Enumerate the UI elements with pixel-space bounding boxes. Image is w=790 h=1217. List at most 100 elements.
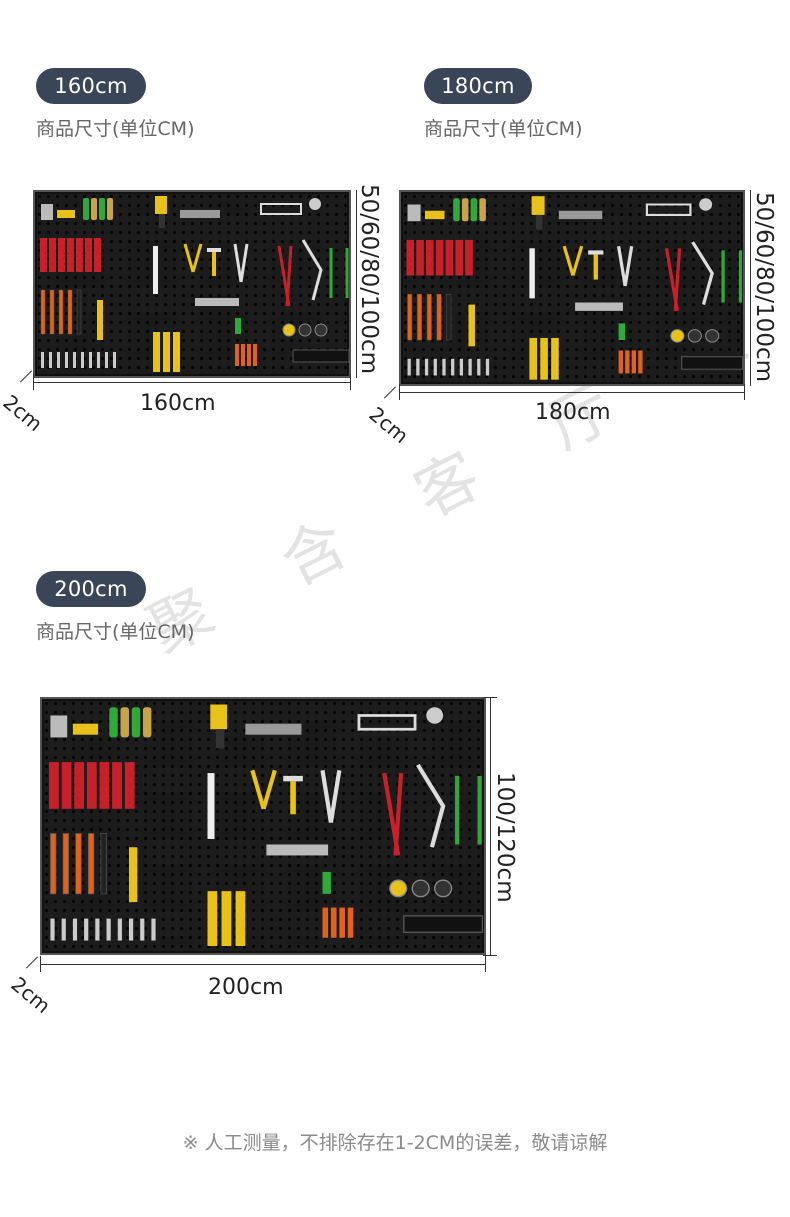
drill-handle-icon (159, 214, 165, 228)
tape-roll-icon (687, 329, 702, 343)
wrench-icon (49, 352, 52, 368)
wrench-icon (151, 918, 156, 941)
tool-holder-icon (403, 915, 484, 933)
spray-can-icon (107, 198, 113, 220)
width-label-180: 180cm (535, 400, 611, 425)
socket-rail-icon (435, 239, 444, 276)
paint-brush-icon (551, 337, 559, 380)
depth-label-160: 2cm (0, 390, 48, 437)
ruler-icon (529, 248, 535, 299)
height-label-160: 50/60/80/100cm (356, 184, 382, 374)
file-icon (436, 293, 442, 341)
pegboard-160 (33, 190, 351, 378)
pegboard-tools-200 (49, 704, 484, 947)
wrench-icon (105, 352, 108, 368)
water-pump-pliers-icon (382, 772, 404, 856)
caliper-icon (195, 298, 239, 306)
spray-can-icon (461, 198, 469, 222)
wrench-icon (424, 358, 429, 376)
wrench-icon (41, 352, 44, 368)
tool-holder-icon (681, 356, 743, 370)
wrench-icon (416, 358, 420, 376)
screwdriver-icon (618, 350, 623, 374)
pipe-wrench-icon (468, 304, 475, 347)
screwdriver-icon (638, 350, 643, 374)
handsaw-icon (301, 239, 323, 301)
tape-roll-icon (434, 879, 453, 898)
shelf-icon (558, 210, 603, 220)
tape-roll-icon (314, 323, 328, 337)
clamp-icon (50, 715, 68, 738)
spray-can-icon (131, 707, 141, 738)
wrench-icon (485, 358, 490, 376)
water-pump-pliers-icon (664, 248, 682, 312)
screwdriver-icon (241, 344, 245, 366)
wrench-icon (57, 352, 60, 368)
spray-can-icon (479, 198, 486, 222)
socket-rail-icon (465, 239, 473, 276)
handsaw-icon (416, 763, 446, 848)
socket-rail-icon (40, 238, 47, 272)
tape-roll-icon (389, 879, 408, 898)
wrench-icon (50, 918, 55, 941)
hacksaw-icon (260, 203, 302, 215)
tool-green-icon (235, 318, 241, 334)
height-dimension-line-200 (490, 697, 491, 955)
water-pump-pliers-icon (277, 245, 293, 307)
screwdriver-icon (625, 350, 630, 374)
socket-rail-icon (426, 239, 434, 276)
spray-can-icon (109, 707, 118, 738)
clamp-green-icon (721, 250, 743, 303)
tape-roll-icon (670, 329, 685, 343)
hammer-head-icon (283, 775, 303, 782)
file-icon (426, 293, 432, 341)
file-icon (67, 289, 73, 335)
socket-rail-icon (61, 762, 72, 809)
spray-can-icon (91, 198, 97, 220)
hammer-handle-icon (212, 252, 216, 276)
drill-icon (155, 196, 167, 214)
socket-rail-icon (416, 239, 424, 276)
file-icon (50, 833, 57, 895)
clamp-icon (407, 204, 421, 222)
hammer-head-icon (588, 250, 604, 255)
wrench-icon (128, 918, 134, 941)
clamp-green-icon (329, 248, 349, 298)
wrench-icon (407, 358, 411, 376)
socket-rail-icon (94, 238, 101, 272)
width-dimension-tick-left-160 (33, 374, 34, 390)
socket-rail-icon (406, 239, 415, 276)
socket-rail-icon (85, 238, 92, 272)
wrench-icon (117, 918, 122, 941)
handsaw-icon (691, 241, 714, 305)
drill-handle-icon (215, 729, 225, 749)
spray-can-icon (83, 198, 89, 220)
drill-icon (531, 196, 545, 215)
width-label-160: 160cm (140, 391, 216, 416)
wrench-icon (81, 352, 84, 368)
width-dimension-tick-right-160 (350, 374, 351, 390)
shelf-icon (180, 210, 220, 218)
file-icon (87, 833, 95, 895)
paint-brush-icon (540, 337, 548, 380)
wrench-icon (106, 918, 111, 941)
pegboard-tools-160 (40, 196, 349, 372)
pegboard-200 (40, 697, 486, 955)
width-dimension-line-200 (40, 964, 486, 965)
wrench-icon (433, 358, 437, 376)
wrench-icon (451, 358, 455, 376)
file-icon (446, 293, 452, 341)
spray-can-icon (142, 707, 152, 738)
screwdriver-icon (247, 344, 251, 366)
width-dimension-tick-right-200 (485, 956, 486, 972)
paint-brush-icon (173, 332, 180, 372)
grinder-icon (426, 707, 444, 724)
height-label-200: 100/120cm (492, 772, 518, 903)
depth-tick-160 (19, 370, 33, 383)
wrench-icon (442, 358, 446, 376)
tape-icon (424, 210, 445, 220)
socket-rail-icon (67, 238, 74, 272)
spray-can-icon (99, 198, 105, 220)
depth-label-180: 2cm (364, 402, 414, 449)
width-dimension-line-160 (33, 382, 351, 383)
